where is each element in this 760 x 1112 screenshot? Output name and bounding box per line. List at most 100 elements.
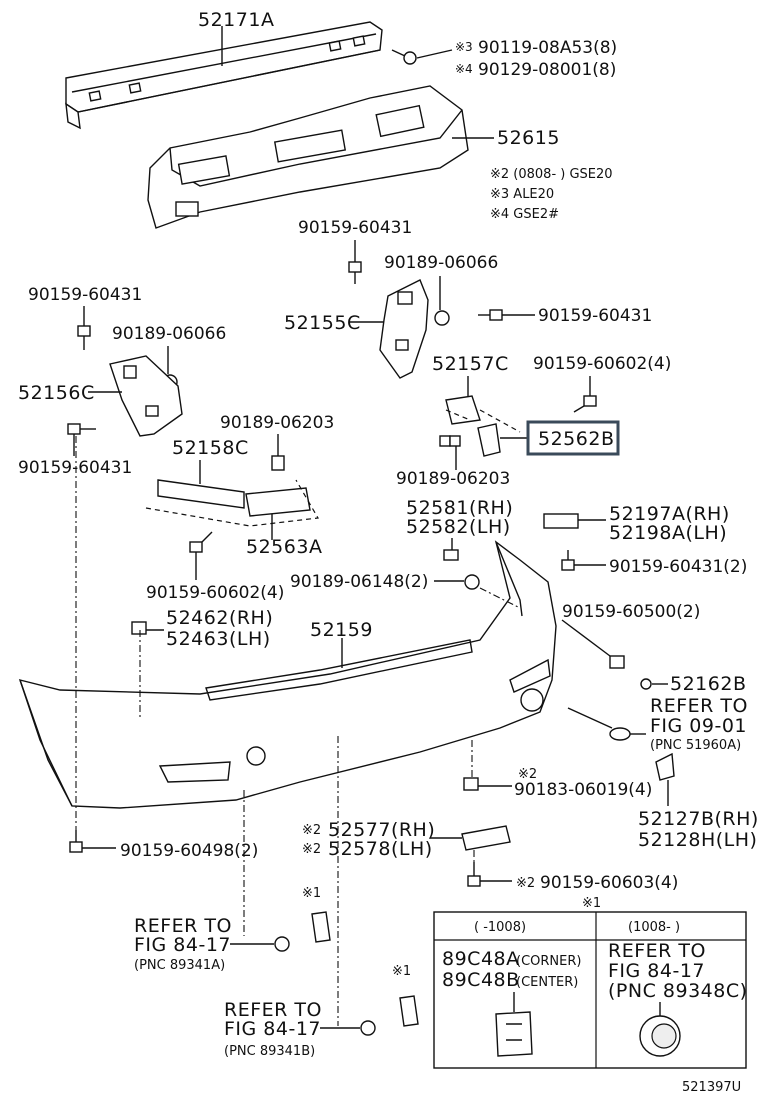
label-ref-8417b-b: FIG 84-17 (224, 1018, 321, 1040)
label-89C48B: 89C48B (442, 969, 520, 991)
label-ref-0901-b: FIG 09-01 (650, 715, 747, 737)
label-ref-8417a-a: REFER TO (134, 915, 232, 937)
label-52158C: 52158C (172, 437, 249, 459)
label-52157C: 52157C (432, 353, 509, 375)
label-90189-left: 90189-06066 (112, 324, 226, 344)
bolt-90159-500-icon[interactable] (609, 655, 625, 669)
bolt-90159-top-icon[interactable] (348, 261, 362, 284)
bracket-52562B[interactable] (477, 423, 501, 457)
label-89C48A: 89C48A (442, 948, 520, 970)
note-gse2: ※4 GSE2# (490, 207, 559, 222)
bumper-cover-52159[interactable] (18, 540, 557, 809)
inset-col2-head: (1008- ) (628, 920, 680, 935)
label-ref-0901-c: (PNC 51960A) (650, 738, 741, 753)
label-90159-mid: 90159-60431 (538, 306, 652, 326)
label-52159: 52159 (310, 619, 373, 641)
label-ref-8417a-b: FIG 84-17 (134, 934, 231, 956)
highlight-box-52562B (526, 420, 620, 456)
inset-col1-head: ( -1008) (474, 920, 526, 935)
sensor-clip-b-icon[interactable] (399, 995, 419, 1027)
note-n2-52578: ※2 (302, 842, 321, 857)
retainer-52158C[interactable] (157, 479, 245, 509)
note-ale20: ※3 ALE20 (490, 187, 554, 202)
label-90159-602b: 90159-60602(4) (146, 583, 284, 603)
label-52127B: 52127B(RH) (638, 808, 759, 830)
note-n2-52577: ※2 (302, 823, 321, 838)
retainer-52462-icon[interactable] (131, 621, 147, 635)
retainer-52157C[interactable] (445, 395, 481, 425)
nut-90183-icon[interactable] (463, 777, 479, 791)
reinforcement-52171A[interactable] (65, 21, 383, 130)
label-90189-6148: 90189-06148(2) (290, 572, 428, 592)
label-ref-0901-a: REFER TO (650, 695, 748, 717)
sensor-retainer-89C48-icon[interactable] (495, 1011, 533, 1057)
note-gse20: ※2 (0808- ) GSE20 (490, 167, 613, 182)
diagram-code: 521397U (682, 1080, 741, 1095)
label-52577: 52577(RH) (328, 819, 435, 841)
label-90159-603: 90159-60603(4) (540, 873, 678, 893)
cap-52162B-icon[interactable] (640, 678, 652, 690)
clip-90189-6203a-icon[interactable] (439, 435, 451, 447)
label-52615: 52615 (497, 127, 560, 149)
bracket-52155C[interactable] (379, 279, 429, 379)
inset-ref-c: (PNC 89348C) (608, 980, 748, 1002)
label-90159-left2: 90159-60431 (18, 458, 132, 478)
bolt-90119-icon[interactable] (391, 49, 417, 65)
clip-90189-6203b-icon[interactable] (271, 455, 285, 471)
bracket-52156C[interactable] (109, 355, 183, 437)
label-52198A: 52198A(LH) (609, 522, 727, 544)
label-90159-500: 90159-60500(2) (562, 602, 700, 622)
label-90129: 90129-08001(8) (478, 60, 616, 80)
sensor-a-icon[interactable] (274, 936, 290, 952)
label-52162B: 52162B (670, 673, 746, 695)
sensor-b-icon[interactable] (360, 1020, 376, 1036)
bolt-90159-left-icon[interactable] (77, 325, 91, 350)
bolt-90159-left2-icon[interactable] (67, 423, 96, 435)
label-52156C: 52156C (18, 382, 95, 404)
bolt-90159-mid-icon[interactable] (478, 309, 503, 321)
inset-ref-b: FIG 84-17 (608, 960, 705, 982)
tow-hook-icon[interactable] (567, 707, 631, 741)
label-90183: 90183-06019(4) (514, 780, 652, 800)
sensor-89348C-icon[interactable] (639, 1015, 681, 1057)
bolt-90159-498-icon[interactable] (69, 830, 83, 853)
cover-52127B-icon[interactable] (655, 752, 675, 781)
label-52582: 52582(LH) (406, 516, 511, 538)
clip-90189-6203a2-icon[interactable] (449, 435, 461, 447)
inset-ref-a: REFER TO (608, 940, 706, 962)
label-52128H: 52128H(LH) (638, 829, 757, 851)
clip-90189-top-icon[interactable] (434, 310, 450, 326)
label-90159-498: 90159-60498(2) (120, 841, 258, 861)
absorber-52615[interactable] (147, 85, 469, 229)
label-ref-8417b-c: (PNC 89341B) (224, 1044, 315, 1059)
label-52581: 52581(RH) (406, 497, 513, 519)
note-n1-a: ※1 (302, 886, 321, 901)
label-52462: 52462(RH) (166, 607, 273, 629)
note-n1-c: ※1 (582, 896, 601, 911)
label-52562B: 52562B (538, 428, 614, 450)
label-52578: 52578(LH) (328, 838, 433, 860)
label-90159-left: 90159-60431 (28, 285, 142, 305)
note-89C48A: (CORNER) (516, 954, 581, 969)
sensor-clip-a-icon[interactable] (311, 911, 331, 943)
note-n2-b: ※2 (516, 876, 535, 891)
bolt-90159-431-2-icon[interactable] (561, 550, 575, 571)
retainer-52577-icon[interactable] (461, 825, 511, 851)
bolt-90159-602b-icon[interactable] (189, 531, 213, 553)
label-52563A: 52563A (246, 536, 322, 558)
seal-52581-icon[interactable] (443, 549, 459, 561)
inset-table (433, 911, 747, 1069)
label-52463: 52463(LH) (166, 628, 271, 650)
note-n2-a: ※2 (518, 767, 537, 782)
label-90189-6203a: 90189-06203 (396, 469, 510, 489)
label-ref-8417a-c: (PNC 89341A) (134, 958, 225, 973)
label-52155C: 52155C (284, 312, 361, 334)
bolt-90159-602-icon[interactable] (573, 395, 597, 413)
bolt-90159-603-icon[interactable] (467, 862, 481, 887)
note-n4: ※4 (455, 62, 473, 76)
spacer-52197A[interactable] (543, 513, 579, 529)
retainer-52563A[interactable] (245, 487, 311, 517)
clip-90189-6148-icon[interactable] (464, 574, 480, 590)
label-90119: 90119-08A53(8) (478, 38, 617, 58)
